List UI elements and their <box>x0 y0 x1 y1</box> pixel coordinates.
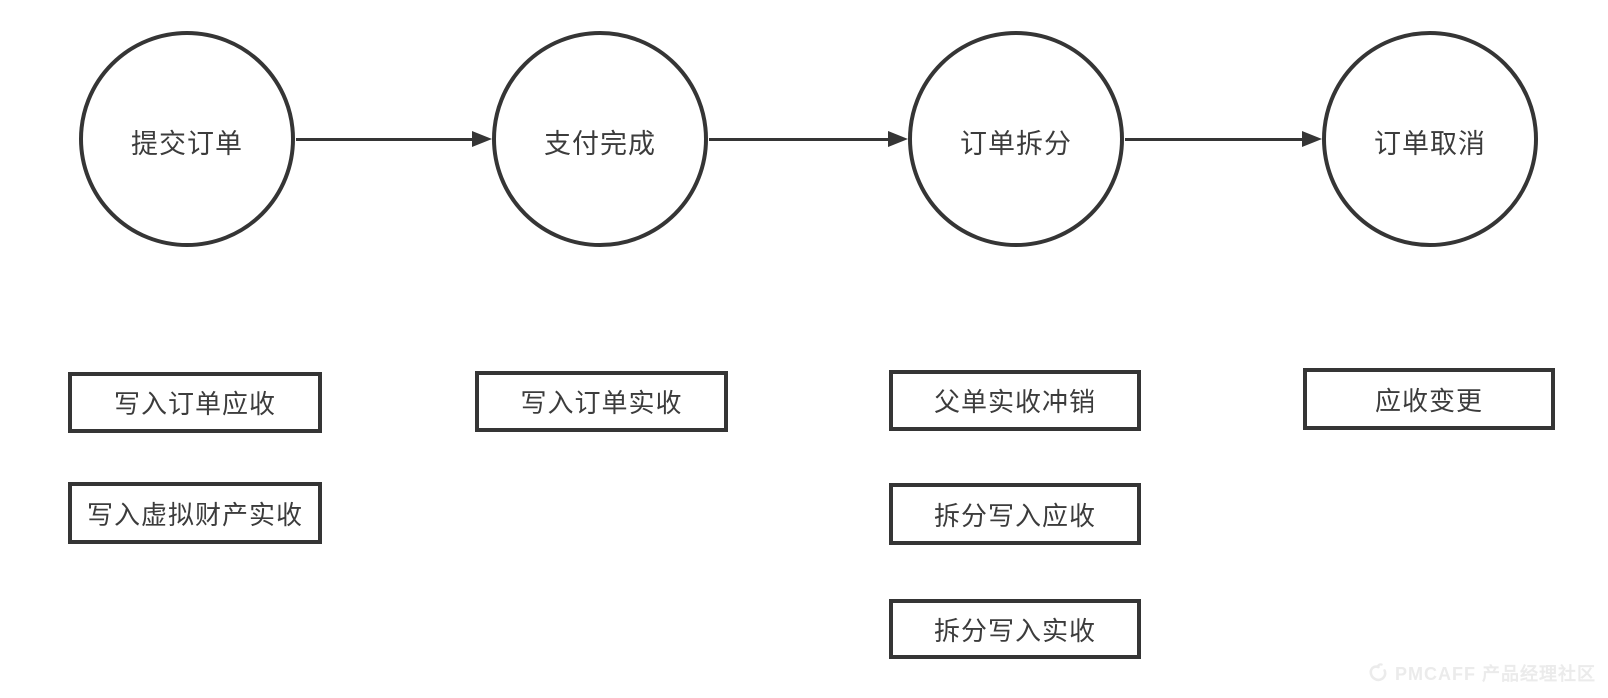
arrow-payment-to-split <box>709 131 908 147</box>
node-order-split: 订单拆分 <box>908 31 1124 247</box>
node-label: 提交订单 <box>131 128 243 159</box>
arrow-submit-to-payment <box>296 131 492 147</box>
action-box-write-virtual-asset-received: 写入虚拟财产实收 <box>68 482 322 544</box>
box-label: 父单实收冲销 <box>933 387 1096 417</box>
watermark-text: PMCAFF 产品经理社区 <box>1395 664 1596 684</box>
action-box-split-write-receivable: 拆分写入应收 <box>889 483 1141 545</box>
action-box-write-order-received: 写入订单实收 <box>475 371 728 432</box>
arrow-split-to-cancel <box>1125 131 1322 147</box>
arrow-head-icon <box>1302 131 1322 147</box>
node-label: 支付完成 <box>544 128 656 159</box>
action-box-split-write-received: 拆分写入实收 <box>889 599 1141 659</box>
node-submit-order: 提交订单 <box>79 31 295 247</box>
box-label: 写入订单实收 <box>520 388 683 418</box>
box-label: 应收变更 <box>1374 385 1483 416</box>
action-box-write-order-receivable: 写入订单应收 <box>68 372 322 433</box>
pmcaff-watermark: PMCAFF 产品经理社区 <box>1367 660 1596 686</box>
box-label: 拆分写入实收 <box>933 615 1096 646</box>
node-label: 订单取消 <box>1374 128 1486 159</box>
arrow-shaft <box>1125 137 1302 141</box>
arrow-shaft <box>709 137 888 141</box>
box-label: 写入虚拟财产实收 <box>86 499 303 530</box>
pmcaff-apple-logo-icon <box>1369 663 1387 682</box>
arrow-shaft <box>296 137 472 141</box>
node-label: 订单拆分 <box>960 128 1072 159</box>
node-payment-done: 支付完成 <box>492 31 708 247</box>
arrow-head-icon <box>472 131 492 147</box>
action-box-parent-order-received-writeoff: 父单实收冲销 <box>889 370 1141 431</box>
box-label: 拆分写入应收 <box>933 500 1096 531</box>
box-label: 写入订单应收 <box>113 389 276 419</box>
node-order-cancel: 订单取消 <box>1322 31 1538 247</box>
arrow-head-icon <box>888 131 908 147</box>
action-box-receivable-change: 应收变更 <box>1303 368 1555 430</box>
